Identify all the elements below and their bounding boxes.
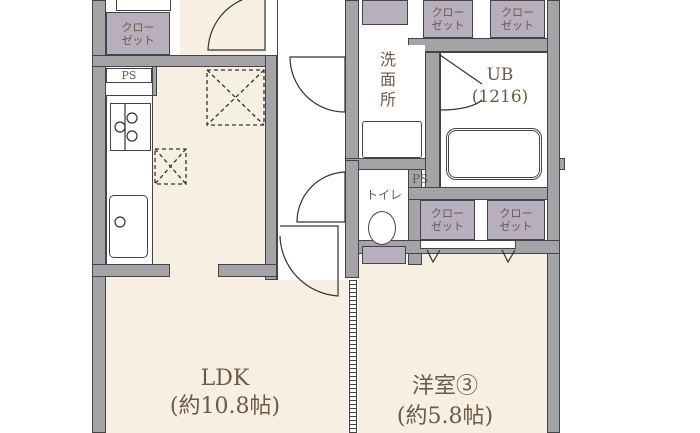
closet-label: クロー [121, 20, 155, 34]
closet-label: 洋室③ [411, 374, 478, 399]
toilet-tank [362, 246, 406, 264]
closet-label: ゼット [431, 19, 465, 32]
closet-door-strip[interactable] [420, 240, 516, 249]
closet-label: (約5.8帖) [396, 404, 494, 429]
toilet-bowl-icon [368, 211, 396, 245]
closet-label: クロー [499, 207, 533, 220]
closet-mid-1: クローゼット [420, 200, 475, 240]
closet-top-2: クローゼット [490, 0, 545, 38]
washbasin-icon [362, 121, 422, 158]
bathtub-icon [446, 128, 542, 180]
wall-kitchen-right [265, 55, 277, 280]
closet-top-left: クローゼット [106, 12, 170, 55]
washer-area [362, 0, 408, 25]
closet-top-1: クローゼット [423, 0, 473, 38]
closet-label: UB [486, 65, 514, 85]
closet-label: (1216) [471, 87, 529, 107]
bedroom-label: 洋室③ (約5.8帖) [375, 372, 515, 432]
door-toilet-icon [296, 171, 346, 223]
entry-floor [180, 0, 266, 56]
ps-label-right: PS [412, 172, 429, 186]
closet-label: ゼット [431, 220, 464, 233]
bedroom-floor [358, 254, 548, 433]
door-entry-icon [207, 0, 266, 51]
closet-label: PS [121, 69, 137, 82]
closet-label: ゼット [501, 19, 534, 32]
kitchen-floor [152, 66, 266, 278]
dashed-boxes [154, 69, 265, 185]
closet-mid-2: クローゼット [487, 200, 545, 240]
closet-label: ゼット [121, 33, 155, 47]
ldk-floor [104, 276, 348, 433]
corridor [277, 0, 345, 280]
bath-label: UB (1216) [460, 64, 540, 108]
ps-box-left: PS [106, 68, 152, 83]
closet-label: クロー [431, 207, 464, 220]
closet-label: クロー [431, 6, 465, 19]
wall-ldk-top-right [218, 264, 277, 277]
closet-door-icons [426, 249, 516, 264]
closet-label: ゼット [499, 220, 533, 233]
stove-icon [110, 103, 151, 151]
closet-label: (約10.8帖) [169, 394, 281, 419]
door-ldk-icon [279, 225, 339, 297]
closet-label: クロー [501, 6, 534, 19]
door-bath-icon [439, 54, 483, 111]
wall-kitchen-left [152, 66, 157, 96]
sink-icon [109, 195, 148, 258]
washroom-label: 洗面所 [380, 50, 397, 109]
closet-label: LDK [200, 366, 250, 391]
ldk-label: LDK (約10.8帖) [150, 365, 300, 421]
top-strip [116, 0, 171, 11]
door-washroom-icon [289, 56, 346, 113]
toilet-label: トイレ [365, 188, 402, 202]
